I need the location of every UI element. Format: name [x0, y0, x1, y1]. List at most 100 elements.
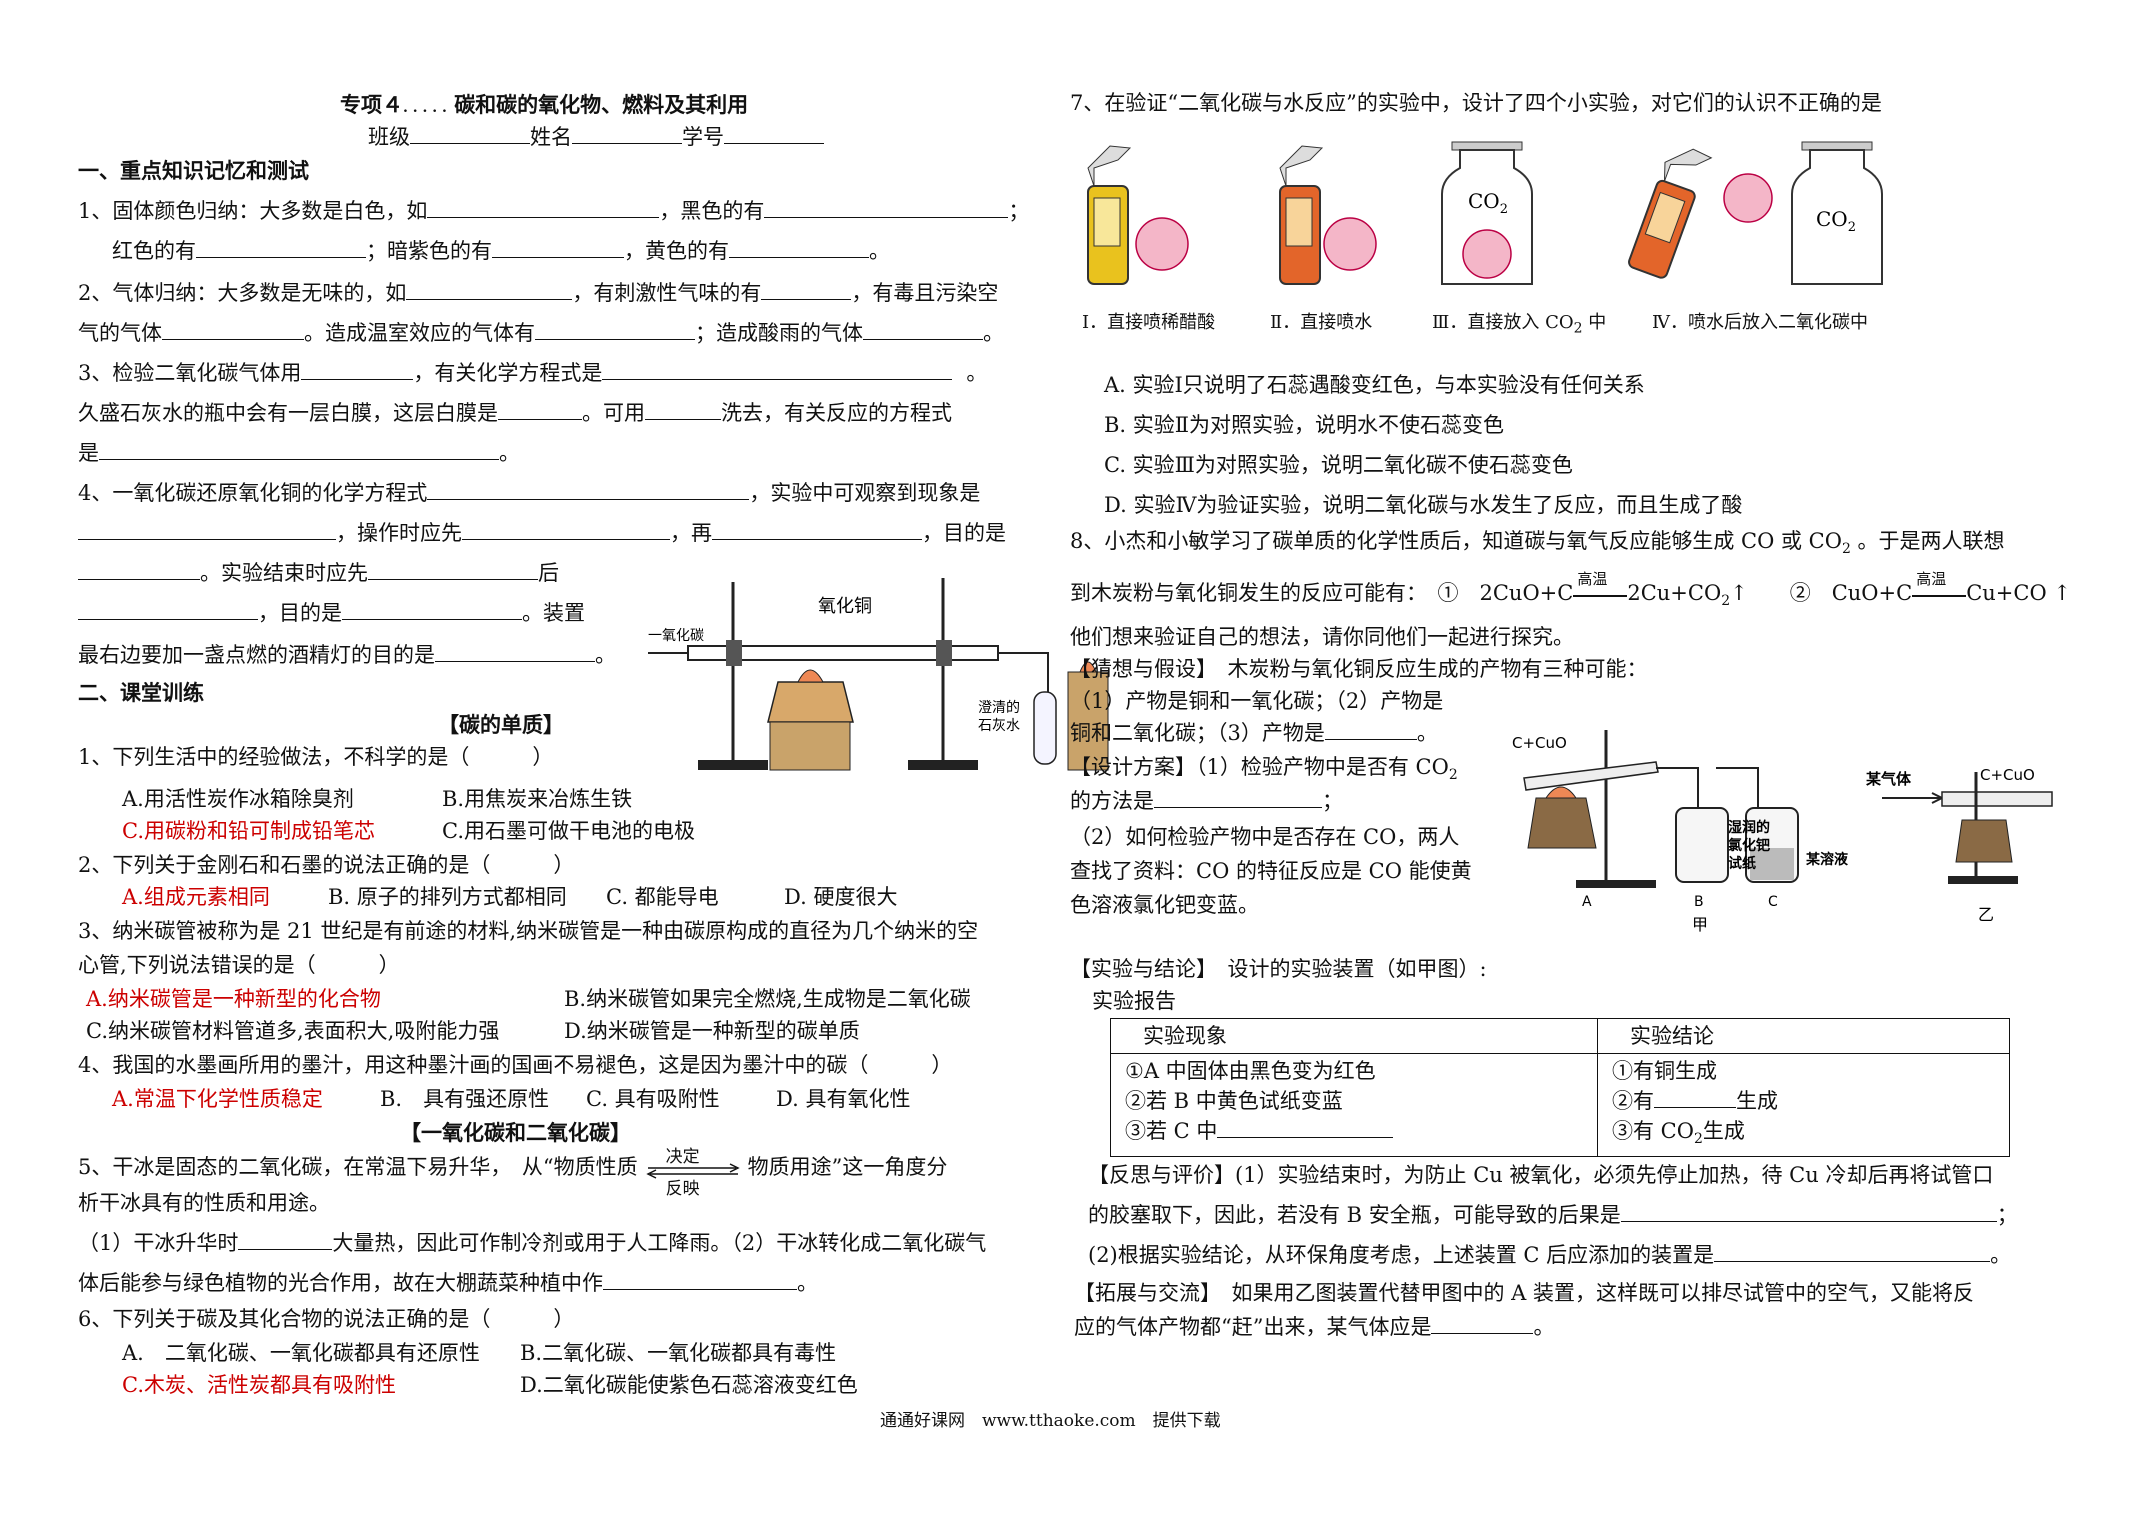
q8-design-5: 色溶液氯化钯变蓝。: [1070, 893, 1259, 917]
row2-conclusion-blank[interactable]: [1654, 1087, 1736, 1108]
q8-blank-method[interactable]: [1154, 787, 1322, 808]
s2-q1-C[interactable]: C.用碳粉和铅可制成铅笔芯: [122, 819, 375, 843]
q8-hypothesis: 【猜想与假设】 木炭粉与氧化铜反应生成的产物有三种可能：: [1070, 657, 1648, 681]
s2-q1: 1、下列生活中的经验做法，不科学的是（ ）: [78, 745, 554, 769]
s2-q6-D[interactable]: D.二氧化碳能使紫色石蕊溶液变红色: [520, 1373, 858, 1397]
class-blank[interactable]: [410, 123, 530, 144]
spray-bottle-3: [1628, 148, 1713, 279]
s1-q1-blank-4[interactable]: [492, 237, 624, 258]
q8-blank-consequence[interactable]: [1620, 1201, 1997, 1222]
s2-q3-A[interactable]: A.纳米碳管是一种新型的化合物: [86, 987, 381, 1011]
label-C: C: [1768, 894, 1778, 910]
s2-q5-blank-1[interactable]: [238, 1229, 333, 1250]
q8-eq1-arrow: 高温: [1573, 569, 1628, 597]
s1-q3-blank-2[interactable]: [602, 359, 953, 380]
q8-reflection-2: 的胶塞取下，因此，若没有 B 安全瓶，可能导致的后果是；: [1088, 1201, 2018, 1227]
litmus-flower-4: [1723, 173, 1773, 223]
s2-q3-line2: 心管,下列说法错误的是（ ）: [78, 953, 400, 977]
q8-blank-gas[interactable]: [1431, 1313, 1534, 1334]
q8-design-3: （2）如何检验产物中是否存在 CO，两人: [1070, 825, 1460, 849]
q7-D[interactable]: D. 实验Ⅳ为验证实验，说明二氧化碳与水发生了反应，而且生成了酸: [1104, 493, 1743, 517]
q8-blank-product[interactable]: [1324, 719, 1417, 740]
s1-q4-blank-2[interactable]: [78, 519, 336, 540]
q7-A[interactable]: A. 实验Ⅰ只说明了石蕊遇酸变红色，与本实验没有任何关系: [1104, 373, 1645, 397]
s1-q3-blank-1[interactable]: [301, 359, 414, 380]
s1-q4-blank-5[interactable]: [78, 559, 200, 580]
stand-base-2: [908, 760, 978, 770]
s2-q1-A[interactable]: A.用活性炭作冰箱除臭剂: [122, 787, 354, 811]
id-blank[interactable]: [724, 123, 824, 144]
lime-label-1: 澄清的: [978, 700, 1020, 716]
s1-q4-blank-8[interactable]: [342, 599, 522, 620]
s2-q3-C[interactable]: C.纳米碳管材料管道多,表面积大,吸附能力强: [86, 1019, 500, 1043]
s1-q1-text-e: ；暗紫色的有: [366, 239, 492, 263]
s2-q2-C[interactable]: C. 都能导电: [606, 885, 719, 909]
s2-q2-D[interactable]: D. 硬度很大: [784, 885, 898, 909]
s1-q1-text-c: ；: [1008, 199, 1030, 223]
s1-q4-blank-9[interactable]: [435, 641, 595, 662]
co2-jar-2: [1791, 141, 1883, 285]
s1-q4-blank-4[interactable]: [712, 519, 922, 540]
apparatus-jia-figure: C+CuO 湿润的 氯化钯 试纸 某溶液 A B C 甲: [1512, 730, 1849, 934]
s1-q3-blank-5[interactable]: [99, 439, 499, 460]
s2-q4-B[interactable]: B. 具有强还原性: [380, 1087, 550, 1111]
student-info-line: 班级姓名学号: [368, 122, 824, 152]
name-blank[interactable]: [572, 123, 682, 144]
q7-C[interactable]: C. 实验Ⅲ为对照实验，说明二氧化碳不使石蕊变色: [1104, 453, 1573, 477]
flame-1: [797, 669, 824, 683]
row2-observation: ②若 B 中黄色试纸变蓝: [1125, 1089, 1343, 1113]
s2-q2-A[interactable]: A.组成元素相同: [122, 885, 270, 909]
q7-B[interactable]: B. 实验Ⅱ为对照实验，说明水不使石蕊变色: [1104, 413, 1505, 437]
s1-q1-blank-1[interactable]: [427, 197, 660, 218]
s2-q5-use: 物质用途: [747, 1155, 832, 1179]
q8-report-label: 实验报告: [1092, 989, 1176, 1013]
table-cell-observations: ①A 中固体由黑色变为红色 ②若 B 中黄色试纸变蓝 ③若 C 中: [1110, 1052, 1598, 1158]
table-header-cell: 实验结论: [1597, 1018, 2010, 1054]
row3-observation: ③若 C 中: [1125, 1116, 1583, 1146]
s2-q4-A[interactable]: A.常温下化学性质稳定: [112, 1087, 323, 1111]
s1-q4-blank-6[interactable]: [368, 559, 538, 580]
s2-q1-B[interactable]: B.用焦炭来冶炼生铁: [442, 787, 633, 811]
s1-q1-blank-2[interactable]: [764, 197, 1009, 218]
s1-q2-text-c: ，有毒且污染空: [851, 281, 999, 305]
s1-q2-blank-3[interactable]: [162, 319, 304, 340]
s2-q1-D[interactable]: C.用石墨可做干电池的电极: [442, 819, 695, 843]
q8-blank-device[interactable]: [1714, 1241, 1991, 1262]
s2-q5-line2: 析干冰具有的性质和用途。: [78, 1191, 330, 1215]
s1-q4-blank-3[interactable]: [462, 519, 670, 540]
s1-q3-blank-4[interactable]: [645, 399, 721, 420]
yi-tube: [1941, 791, 2053, 807]
s1-q4-text-g: 后: [538, 561, 559, 585]
q8-extension-2: 应的气体产物都“赶”出来，某气体应是。: [1074, 1313, 1555, 1339]
cuo-label: 氧化铜: [818, 596, 872, 617]
s2-q5-blank-2[interactable]: [603, 1269, 797, 1290]
s1-q2-blank-2[interactable]: [761, 279, 852, 300]
s1-q4-blank-7[interactable]: [78, 599, 258, 620]
s1-q4-line5: 最右边要加一盏点燃的酒精灯的目的是。: [78, 640, 616, 670]
s1-q2-blank-5[interactable]: [863, 319, 983, 340]
s1-q3-blank-3[interactable]: [498, 399, 582, 420]
s2-q6-B[interactable]: B.二氧化碳、一氧化碳都具有毒性: [520, 1341, 837, 1365]
row3-observation-blank[interactable]: [1217, 1117, 1394, 1138]
s1-q2-blank-4[interactable]: [535, 319, 695, 340]
co-label: 一氧化碳: [648, 628, 704, 644]
s2-q6-A[interactable]: A. 二氧化碳、一氧化碳都具有还原性: [122, 1341, 480, 1365]
flame-2: [1079, 661, 1097, 673]
s2-q4-C[interactable]: C. 具有吸附性: [586, 1087, 720, 1111]
s2-q3-B[interactable]: B.纳米碳管如果完全燃烧,生成物是二氧化碳: [564, 987, 971, 1011]
s1-q4-blank-1[interactable]: [427, 479, 750, 500]
s2-q6-C[interactable]: C.木炭、活性炭都具有吸附性: [122, 1373, 396, 1397]
s1-q1-blank-3[interactable]: [196, 237, 366, 258]
s1-q2-blank-1[interactable]: [406, 279, 573, 300]
s1-q1-blank-5[interactable]: [729, 237, 869, 258]
s2-q2-B[interactable]: B. 原子的排列方式都相同: [328, 885, 567, 909]
row2-conclusion: ②有生成: [1612, 1087, 1778, 1113]
s1-q4-text-b: ，实验中可观察到现象是: [749, 481, 981, 505]
s1-q1-line2: 红色的有；暗紫色的有，黄色的有。: [112, 236, 890, 266]
s1-q2-text-f: ；造成酸雨的气体: [695, 321, 863, 345]
id-label: 学号: [682, 125, 724, 149]
s2-q4-D[interactable]: D. 具有氧化性: [776, 1087, 911, 1111]
s1-q4-text-j: 最右边要加一盏点燃的酒精灯的目的是: [78, 643, 435, 667]
s2-q3-D[interactable]: D.纳米碳管是一种新型的碳单质: [564, 1019, 860, 1043]
q8-design-4: 查找了资料：CO 的特征反应是 CO 能使黄: [1070, 859, 1472, 883]
